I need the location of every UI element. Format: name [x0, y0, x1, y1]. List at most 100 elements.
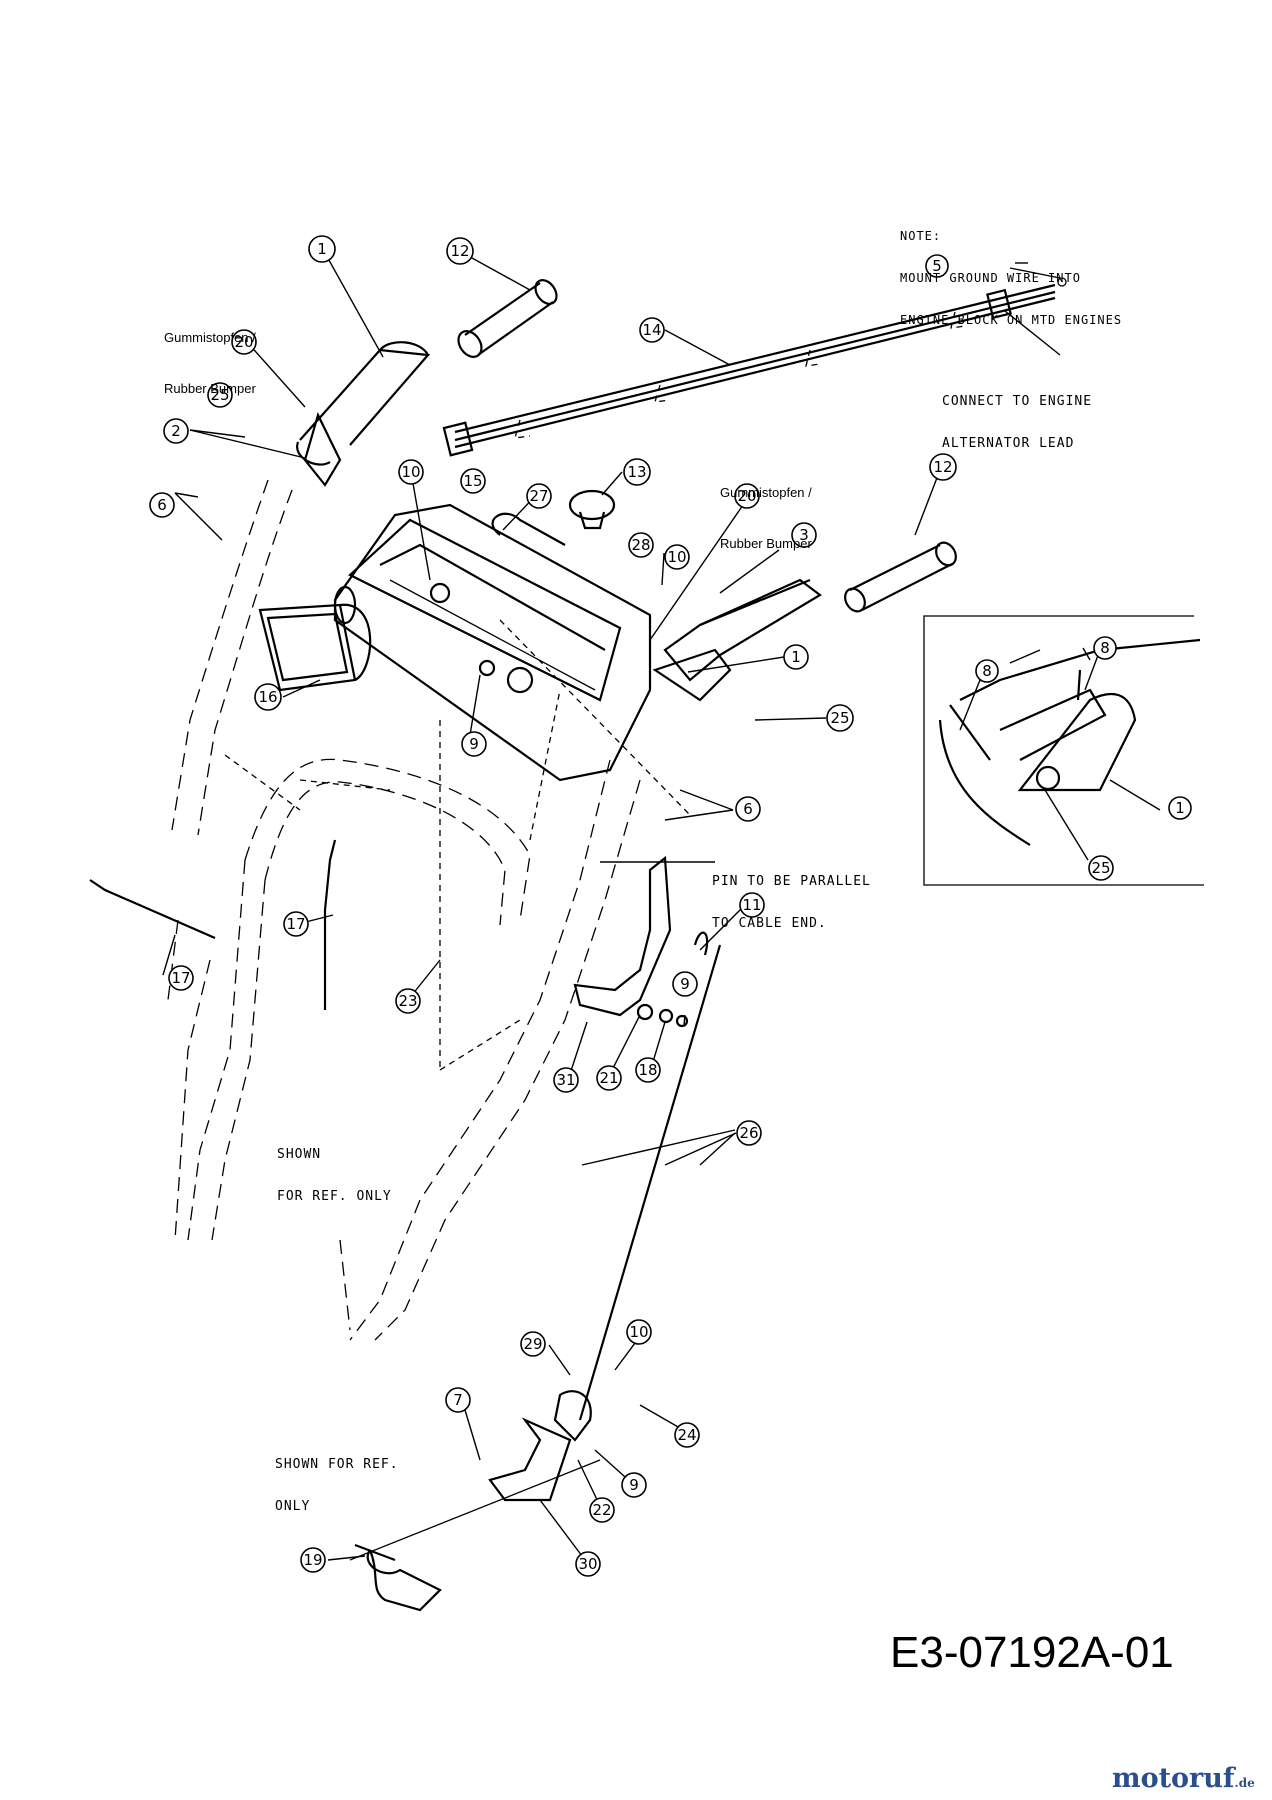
- svg-text:20: 20: [234, 333, 253, 351]
- note-title: NOTE:: [900, 229, 942, 243]
- svg-text:13: 13: [627, 463, 646, 481]
- diagram-code: E3-07192A-01: [890, 1628, 1174, 1677]
- callout-26: 26: [736, 1120, 762, 1146]
- connect-engine-label: CONNECT TO ENGINE ALTERNATOR LEAD: [942, 367, 1092, 465]
- callout-30: 30: [575, 1551, 601, 1577]
- svg-text:12: 12: [933, 458, 952, 476]
- callout-25-inset: 25: [1088, 855, 1114, 881]
- bumper-right-line-2: Rubber Bumper: [720, 536, 812, 551]
- svg-text:9: 9: [469, 735, 479, 753]
- callout-1-inset: 1: [1168, 796, 1192, 820]
- shift-knob: [491, 489, 616, 546]
- svg-text:17: 17: [286, 915, 305, 933]
- logo-brand: motoruf: [1112, 1763, 1235, 1794]
- bumper-right-line-1: Gummistopfen /: [720, 485, 812, 500]
- svg-text:25: 25: [210, 386, 229, 404]
- svg-text:9: 9: [680, 975, 690, 993]
- callout-12-right: 12: [929, 453, 957, 481]
- svg-text:20: 20: [737, 487, 756, 505]
- svg-text:18: 18: [638, 1061, 657, 1079]
- leader-lines: [162, 252, 1161, 1565]
- callout-10-c: 10: [626, 1319, 652, 1345]
- svg-text:22: 22: [592, 1501, 611, 1519]
- svg-text:31: 31: [556, 1071, 575, 1089]
- callout-8-a: 8: [1093, 636, 1117, 660]
- shown-for-ref-label-2: SHOWN FOR REF. ONLY: [275, 1430, 399, 1528]
- rubber-bumper-left-label: Gummistopfen / Rubber Bumper: [164, 295, 256, 414]
- callout-25-main: 25: [826, 704, 854, 732]
- callout-8-b: 8: [975, 659, 999, 683]
- shown-for-ref-label-1: SHOWN FOR REF. ONLY: [277, 1120, 392, 1218]
- callout-1-main: 1: [783, 644, 809, 670]
- shown-ref-1-line-1: SHOWN: [277, 1147, 322, 1162]
- svg-text:5: 5: [932, 257, 942, 275]
- bracket-assembly: [573, 855, 709, 1028]
- callout-2: 2: [163, 418, 189, 444]
- callout-6-left: 6: [149, 492, 175, 518]
- note-line-2: ENGINE BLOCK ON MTD ENGINES: [900, 313, 1123, 327]
- svg-text:7: 7: [453, 1391, 463, 1409]
- callout-6-right: 6: [735, 796, 761, 822]
- callout-24: 24: [674, 1422, 700, 1448]
- svg-text:1: 1: [317, 240, 327, 258]
- reflector: [258, 603, 372, 692]
- callout-11: 11: [739, 892, 765, 918]
- callout-9-a: 9: [461, 731, 487, 757]
- callout-5: 5: [925, 254, 949, 278]
- inset-detail: [923, 615, 1204, 886]
- svg-text:17: 17: [171, 969, 190, 987]
- callout-20-right: 20: [734, 483, 760, 509]
- bumper-left-line-1: Gummistopfen /: [164, 330, 256, 345]
- pin-line-1: PIN TO BE PARALLEL: [712, 874, 871, 889]
- svg-text:15: 15: [463, 472, 482, 490]
- ground-wire-note: NOTE: MOUNT GROUND WIRE INTO ENGINE BLOC…: [900, 201, 1122, 341]
- svg-text:26: 26: [739, 1124, 758, 1142]
- svg-text:23: 23: [398, 992, 417, 1010]
- svg-text:24: 24: [677, 1426, 696, 1444]
- svg-text:6: 6: [157, 496, 167, 514]
- callout-17-left: 17: [168, 965, 194, 991]
- callout-14: 14: [639, 317, 665, 343]
- callout-20-left: 20: [231, 329, 257, 355]
- svg-text:29: 29: [523, 1335, 542, 1353]
- callout-16: 16: [254, 683, 282, 711]
- lower-frame-reference: [167, 479, 691, 1341]
- logo-suffix: .de: [1234, 1776, 1255, 1790]
- callout-31: 31: [553, 1067, 579, 1093]
- pin-parallel-label: PIN TO BE PARALLEL TO CABLE END.: [712, 847, 871, 945]
- shown-ref-1-line-2: FOR REF. ONLY: [277, 1189, 392, 1204]
- svg-text:16: 16: [258, 688, 277, 706]
- left-upper-handle: [296, 279, 558, 487]
- note-line-1: MOUNT GROUND WIRE INTO: [900, 271, 1081, 285]
- svg-text:27: 27: [529, 487, 548, 505]
- motoruf-logo: motoruf.de: [1112, 1763, 1255, 1794]
- svg-text:1: 1: [791, 648, 801, 666]
- callout-7: 7: [445, 1387, 471, 1413]
- callout-15: 15: [460, 468, 486, 494]
- svg-text:10: 10: [629, 1323, 648, 1341]
- svg-text:10: 10: [401, 463, 420, 481]
- callout-27: 27: [526, 483, 552, 509]
- wire-harness: [442, 267, 1067, 457]
- callout-10-b: 10: [664, 544, 690, 570]
- svg-text:25: 25: [830, 709, 849, 727]
- svg-text:8: 8: [1100, 639, 1110, 657]
- callout-12-left: 12: [446, 237, 474, 265]
- connect-line-1: CONNECT TO ENGINE: [942, 394, 1093, 409]
- callout-10-a: 10: [398, 459, 424, 485]
- svg-text:10: 10: [667, 548, 686, 566]
- bumper-left-line-2: Rubber Bumper: [164, 381, 256, 396]
- rods: [89, 839, 722, 1421]
- svg-text:2: 2: [171, 422, 181, 440]
- callout-17-mid: 17: [283, 911, 309, 937]
- dash-panel: [333, 503, 652, 782]
- svg-text:28: 28: [631, 536, 650, 554]
- callout-4: 1: [308, 235, 336, 263]
- callout-18: 18: [635, 1057, 661, 1083]
- callout-28: 28: [628, 532, 654, 558]
- callout-22: 22: [589, 1497, 615, 1523]
- callout-21: 21: [596, 1065, 622, 1091]
- rubber-bumper-right-label: Gummistopfen / Rubber Bumper: [720, 450, 812, 569]
- svg-text:12: 12: [450, 242, 469, 260]
